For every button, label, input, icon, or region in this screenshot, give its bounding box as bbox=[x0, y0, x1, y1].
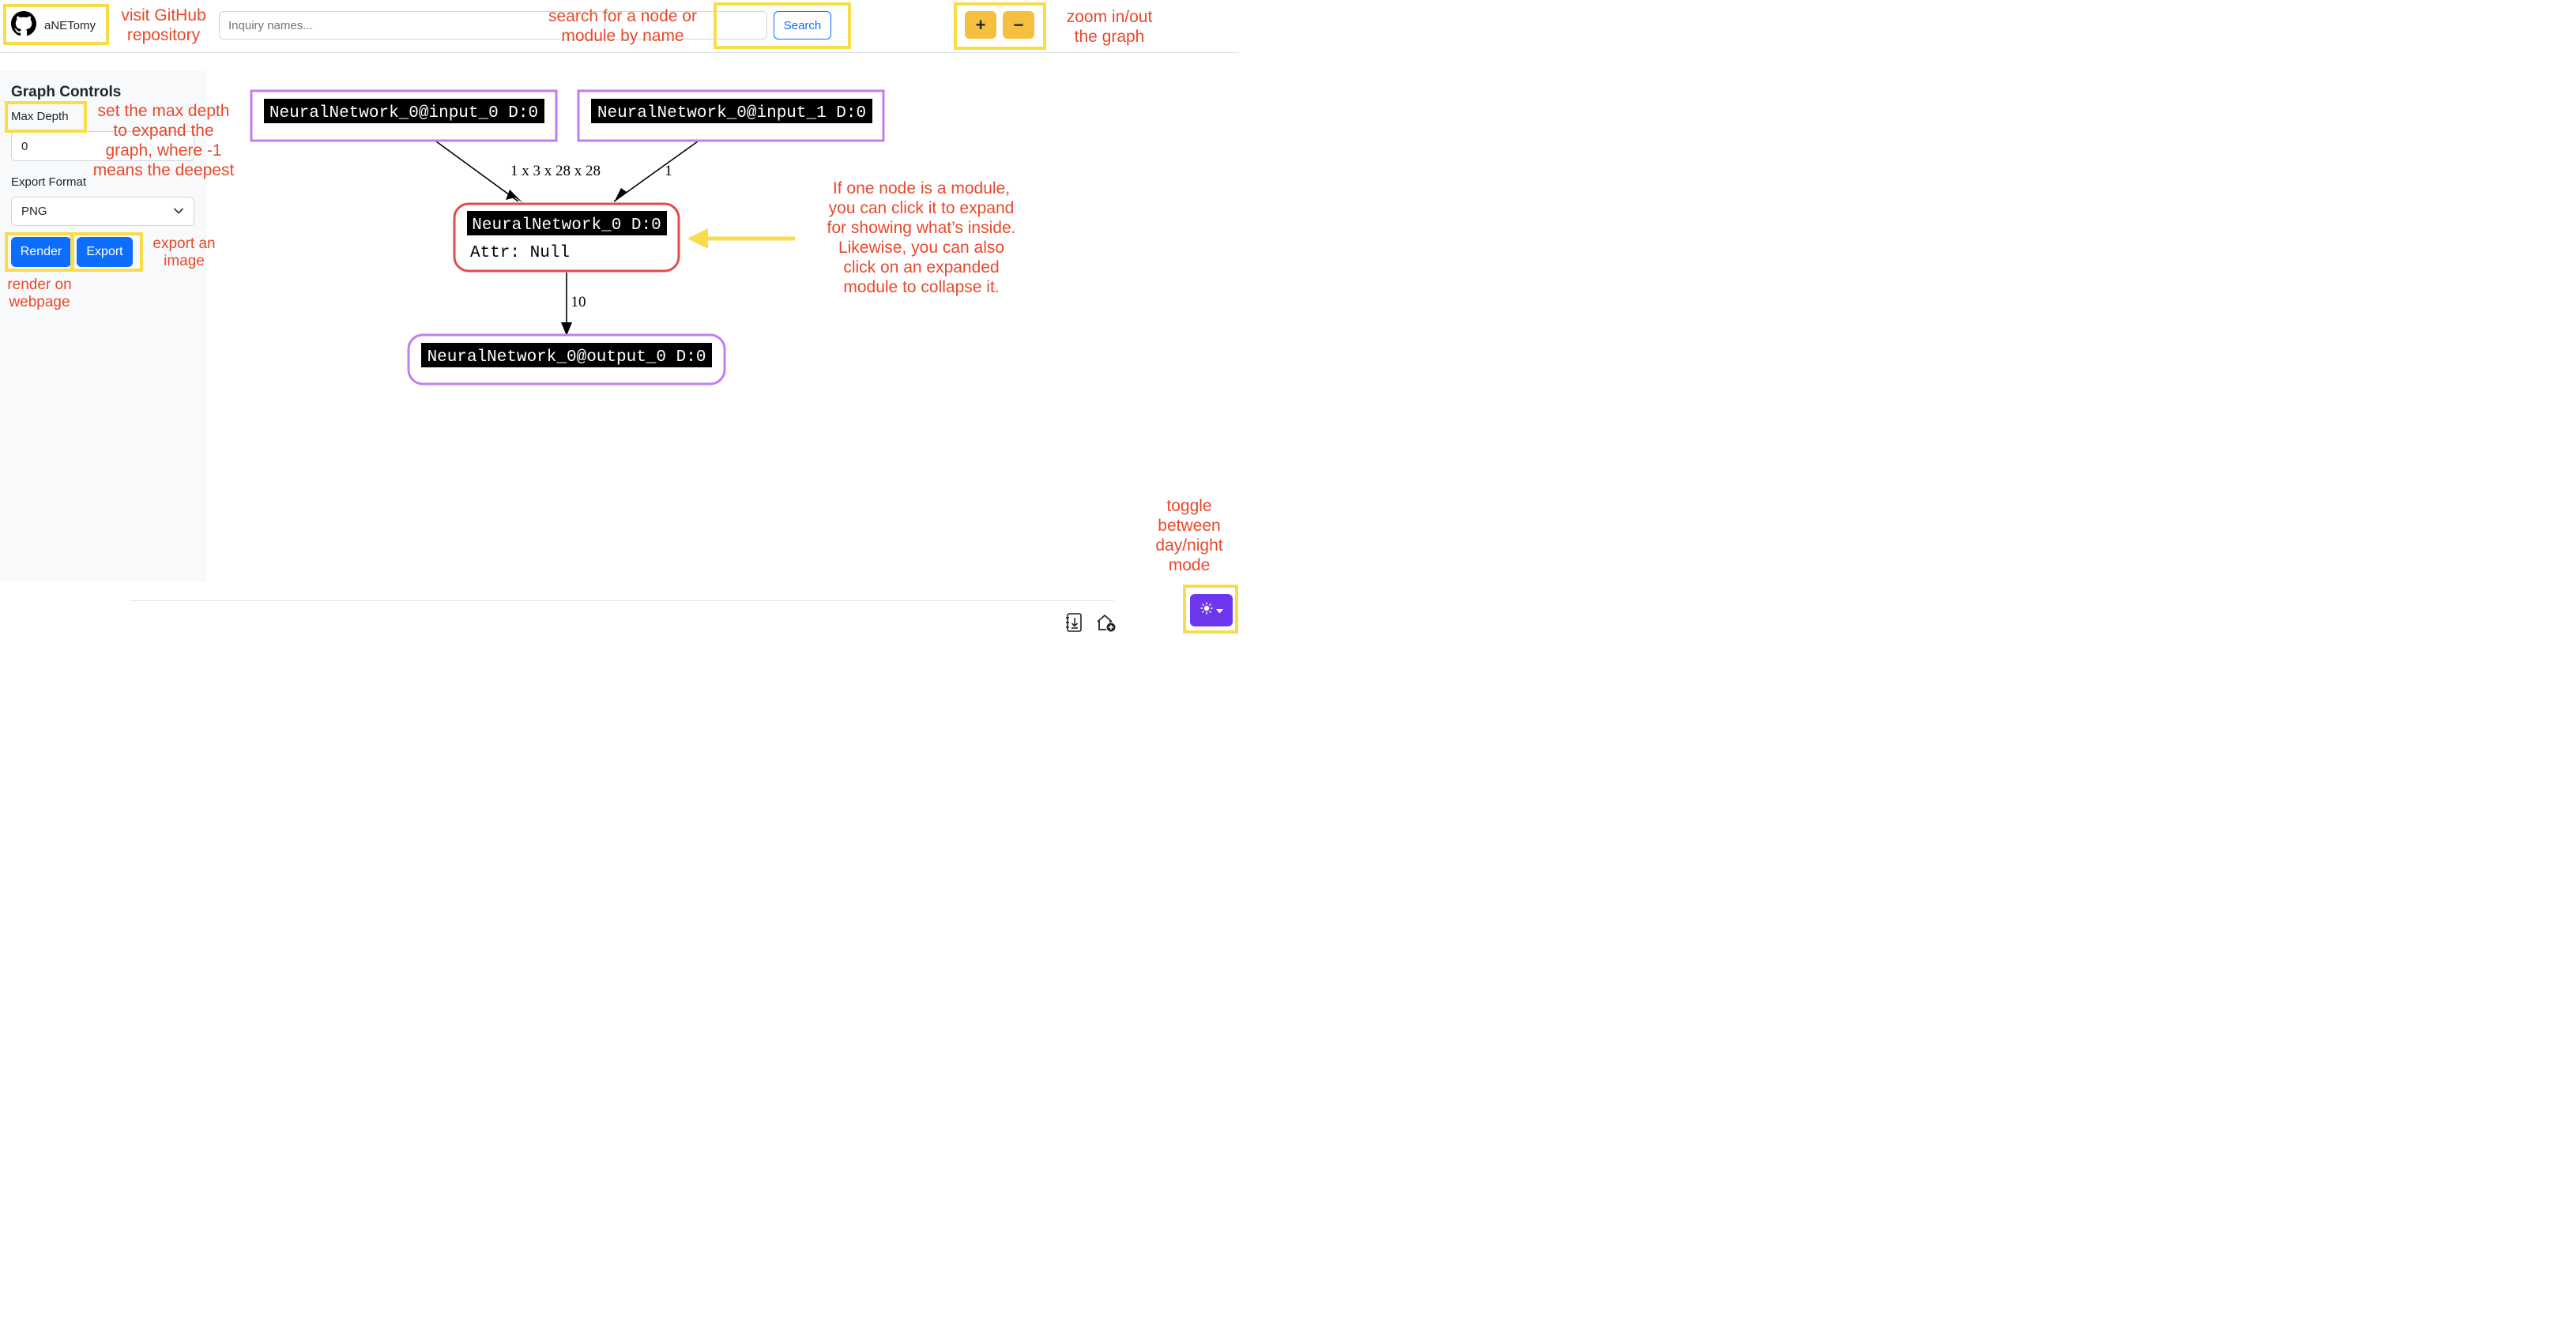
sidebar-title: Graph Controls bbox=[11, 84, 122, 100]
max-depth-label: Max Depth bbox=[11, 110, 69, 123]
node-output-0[interactable]: NeuralNetwork_0@output_0 D:0 bbox=[407, 333, 726, 386]
edge-arrowhead bbox=[614, 188, 627, 202]
export-format-value: PNG bbox=[21, 205, 47, 218]
node-label: NeuralNetwork_0@input_0 D:0 bbox=[269, 104, 538, 122]
annotation-module: If one node is a module, you can click i… bbox=[827, 179, 1016, 296]
edge-label-input-0: 1 x 3 x 28 x 28 bbox=[510, 163, 601, 179]
caret-down-icon bbox=[1215, 604, 1223, 618]
edge-arrowhead bbox=[506, 190, 523, 203]
zoom-in-button[interactable]: + bbox=[965, 11, 996, 39]
search-input[interactable] bbox=[219, 11, 767, 39]
header-divider bbox=[0, 52, 1239, 53]
highlight-github bbox=[3, 4, 109, 45]
node-label: NeuralNetwork_0@output_0 D:0 bbox=[427, 348, 706, 367]
graph-canvas[interactable]: 1 x 3 x 28 x 28 1 10 NeuralNetwork_0@inp… bbox=[0, 0, 1239, 637]
edge-label-input-1: 1 bbox=[665, 163, 672, 179]
max-depth-input[interactable] bbox=[11, 131, 194, 161]
chevron-down-icon bbox=[173, 205, 184, 219]
github-repo-link[interactable]: aNETomy bbox=[11, 9, 96, 41]
highlight-render bbox=[5, 232, 73, 272]
highlight-theme bbox=[1183, 585, 1238, 634]
theme-toggle-button[interactable] bbox=[1190, 594, 1233, 626]
home-add-icon[interactable] bbox=[1095, 612, 1117, 637]
render-button[interactable]: Render bbox=[11, 237, 71, 267]
annotation-arrow bbox=[687, 228, 795, 249]
node-input-0[interactable]: NeuralNetwork_0@input_0 D:0 bbox=[250, 89, 558, 142]
export-format-select[interactable]: PNG bbox=[11, 197, 194, 226]
download-notebook-icon[interactable] bbox=[1064, 612, 1083, 637]
annotation-render: render on webpage bbox=[7, 276, 72, 310]
annotation-export: export an image bbox=[153, 235, 216, 269]
edge-arrowhead bbox=[561, 322, 572, 336]
annotation-zoom: zoom in/out the graph bbox=[1066, 8, 1153, 46]
annotation-max-depth: set the max depth to expand the graph, w… bbox=[92, 102, 235, 179]
export-format-label: Export Format bbox=[11, 175, 87, 189]
github-icon bbox=[11, 10, 36, 40]
node-input-1[interactable]: NeuralNetwork_0@input_1 D:0 bbox=[577, 89, 885, 142]
brand-name: aNETomy bbox=[44, 18, 96, 32]
edge-input-1-to-module bbox=[613, 141, 699, 202]
edge-input-0-to-module bbox=[435, 141, 519, 202]
zoom-out-button[interactable]: − bbox=[1003, 11, 1034, 39]
highlight-export bbox=[71, 232, 143, 272]
footer-divider bbox=[130, 600, 1114, 601]
annotation-github: visit GitHub repository bbox=[121, 6, 206, 44]
search-button[interactable]: Search bbox=[774, 11, 831, 39]
node-module[interactable]: NeuralNetwork_0 D:0 Attr: Null bbox=[453, 202, 680, 273]
node-label: NeuralNetwork_0@input_1 D:0 bbox=[597, 104, 866, 122]
node-attr: Attr: Null bbox=[470, 244, 570, 262]
highlight-search bbox=[714, 2, 851, 49]
highlight-zoom bbox=[954, 2, 1046, 50]
node-label: NeuralNetwork_0 D:0 bbox=[472, 216, 661, 235]
sun-icon bbox=[1199, 602, 1213, 619]
annotation-search: search for a node or module by name bbox=[548, 7, 697, 45]
export-button[interactable]: Export bbox=[77, 237, 133, 267]
highlight-max-depth bbox=[5, 101, 87, 133]
annotation-theme: toggle between day/night mode bbox=[1155, 497, 1223, 574]
edge-label-output: 10 bbox=[571, 294, 586, 310]
